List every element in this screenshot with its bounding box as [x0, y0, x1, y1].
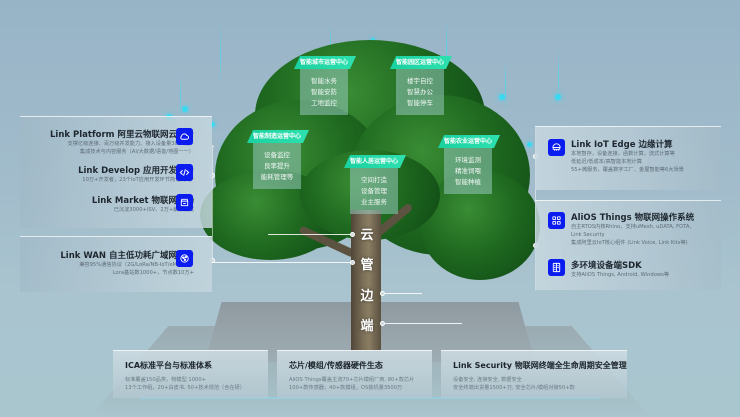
- connector-line: [382, 323, 462, 324]
- tag-title: 智能园区运营中心: [390, 56, 452, 69]
- item-link-iot-edge[interactable]: Link IoT Edge 边缘计算 本地智存，设备连接，函数计算，流式计算等 …: [571, 140, 684, 173]
- particle-streak: [505, 60, 506, 110]
- connector-line: [382, 293, 422, 294]
- item-link-platform[interactable]: Link Platform 阿里云物联网云平台 支撑亿级连接、百万级并发能力、接…: [50, 130, 194, 155]
- sdk-icon: [548, 259, 565, 276]
- item-link-wan[interactable]: Link WAN 自主低功耗广域网平台 兼容95%通信协议（2G/LoRa/NB…: [60, 251, 194, 276]
- particle-streak: [446, 20, 447, 75]
- particle-dot: [527, 142, 532, 147]
- edge-panel: [535, 126, 721, 190]
- connector-node: [380, 321, 385, 326]
- card-hardware-ecosystem[interactable]: 芯片/模组/传感器硬件生态 AliOS Things覆盖主流70+芯片模组厂商,…: [277, 350, 432, 398]
- grid-icon: [548, 212, 565, 229]
- connector-line: [212, 262, 352, 263]
- particle-dot: [182, 106, 188, 112]
- trunk-label-edge: 边: [360, 289, 374, 304]
- particle-dot: [499, 94, 505, 100]
- connector-node: [350, 260, 355, 265]
- tag-smart-home[interactable]: 智能人居运营中心 空间打造 设备管理 业主服务: [344, 155, 406, 214]
- card-ica-standards[interactable]: ICA标准平台与标准体系 标准覆盖150品类，物模型 1000+ 13个工作组，…: [113, 350, 268, 398]
- cloud-icon: [176, 128, 193, 145]
- tag-smart-agriculture[interactable]: 智能农业运营中心 环境监测 精准饲喂 智能种植: [438, 135, 500, 194]
- tree-trunk: [351, 210, 381, 350]
- tag-title: 智能城市运营中心: [294, 56, 356, 69]
- particle-dot: [210, 122, 215, 127]
- tag-title: 智能人居运营中心: [344, 155, 406, 168]
- particle-streak: [220, 25, 221, 85]
- edge-icon: [548, 139, 565, 156]
- particle-streak: [558, 50, 559, 105]
- trunk-label-cloud: 云: [360, 228, 374, 243]
- trunk-label-pipe: 管: [360, 258, 374, 273]
- device-panel: [535, 200, 721, 290]
- store-icon: [176, 194, 193, 211]
- item-alios-things[interactable]: AliOS Things 物联网操作系统 自主RTOS内核Rhino，支持uMe…: [571, 213, 695, 246]
- code-icon: [176, 164, 193, 181]
- trunk-label-end: 端: [360, 319, 374, 334]
- connector-line: [212, 145, 213, 263]
- tag-smart-park[interactable]: 智能园区运营中心 楼宇自控 智慧办公 智能停车: [390, 56, 452, 115]
- tag-smart-manufacturing[interactable]: 智能制造运营中心 设备监控 良率提升 能耗管理等: [247, 130, 309, 189]
- connector-node: [350, 232, 355, 237]
- connector-node: [380, 291, 385, 296]
- tag-title: 智能农业运营中心: [438, 135, 500, 148]
- tag-smart-city[interactable]: 智能城市运营中心 智能水务 智能安防 工地监控: [294, 56, 356, 115]
- tag-body: 空间打造 设备管理 业主服务: [350, 168, 398, 214]
- tag-body: 楼宇自控 智慧办公 智能停车: [396, 69, 444, 115]
- floor-glow-line: [140, 397, 600, 399]
- card-link-security[interactable]: Link Security 物联网终端全生命周期安全管理 设备安全, 连接安全,…: [441, 350, 627, 398]
- tag-body: 设备监控 良率提升 能耗管理等: [253, 143, 301, 189]
- tag-body: 环境监测 精准饲喂 智能种植: [444, 148, 492, 194]
- tag-title: 智能制造运营中心: [247, 130, 309, 143]
- item-link-develop[interactable]: Link Develop 应用开发平台 10万+开发者，23个IoT应用开发环节…: [78, 166, 194, 183]
- item-device-sdk[interactable]: 多环境设备端SDK 支持AliOS Things, Android, Windo…: [571, 261, 670, 278]
- network-icon: [176, 250, 193, 267]
- item-link-market[interactable]: Link Market 物联网市场 已沉淀3000+ISV、2万+解决方案: [91, 196, 194, 213]
- particle-streak: [180, 75, 181, 115]
- particle-dot: [555, 94, 561, 100]
- tag-body: 智能水务 智能安防 工地监控: [300, 69, 348, 115]
- connector-line: [268, 234, 352, 235]
